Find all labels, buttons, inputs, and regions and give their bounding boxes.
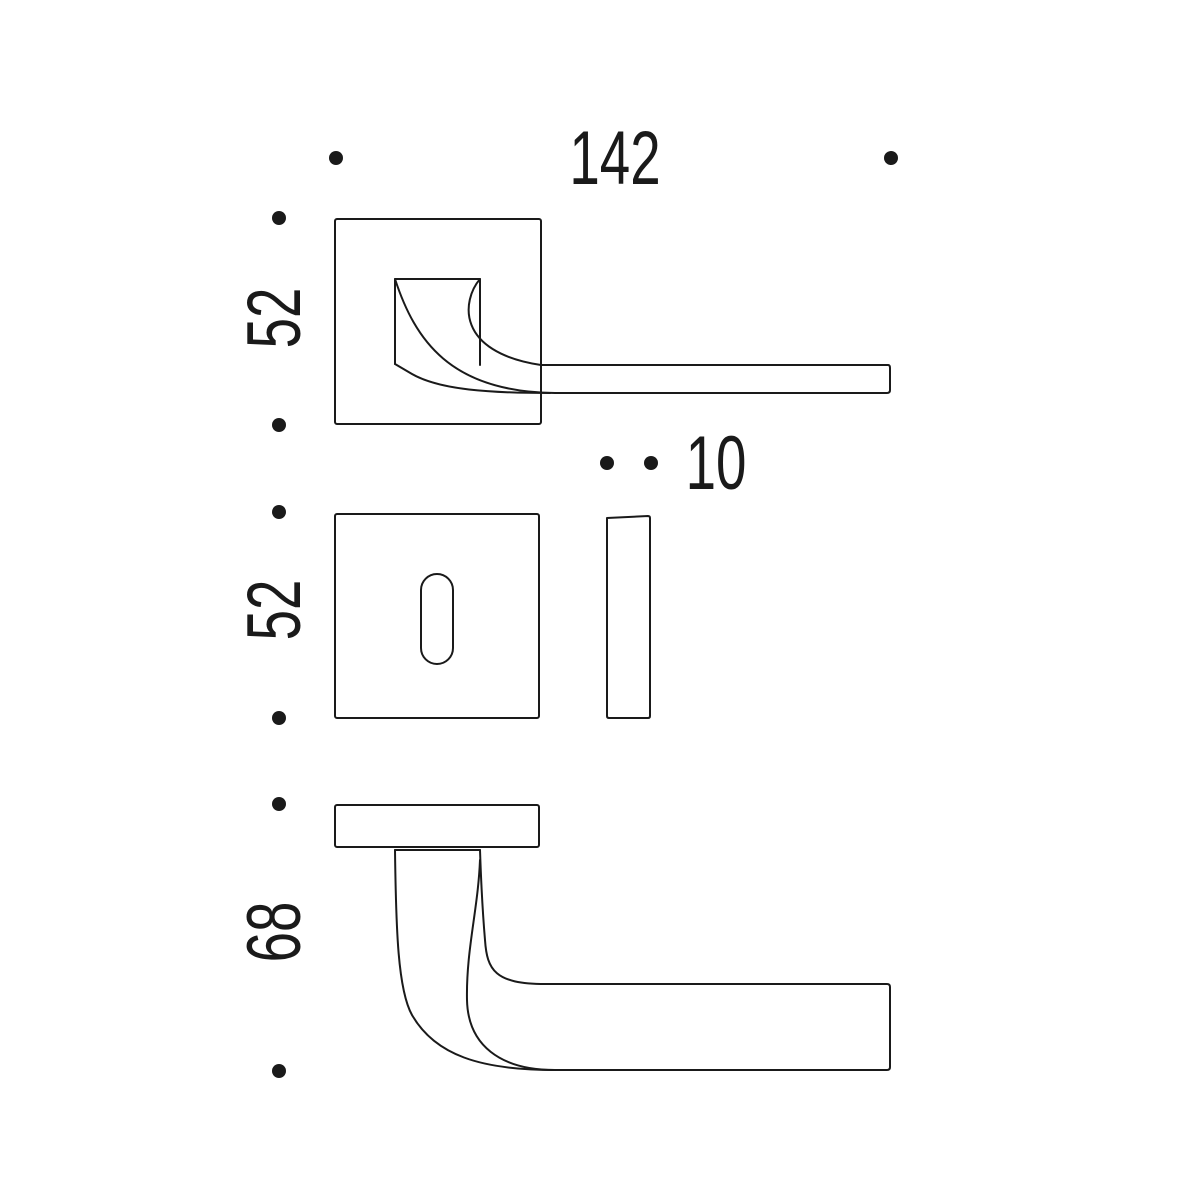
rosette-marker-bottom	[272, 418, 286, 432]
lever-curve-lower	[394, 363, 551, 394]
width-marker-right	[884, 151, 898, 165]
rosette	[334, 218, 542, 425]
thickness-label: 10	[686, 421, 747, 506]
thickness-marker-left	[600, 456, 614, 470]
width-marker-left	[329, 151, 343, 165]
handle-neck	[394, 278, 481, 366]
escutcheon-front-view	[334, 513, 540, 719]
escutcheon-plate	[334, 513, 540, 719]
rosette-marker-top	[272, 211, 286, 225]
escutcheon-marker-bottom	[272, 711, 286, 725]
projection-marker-bottom	[272, 1064, 286, 1078]
escutcheon-marker-top	[272, 505, 286, 519]
projection-label: 68	[232, 902, 317, 963]
rosette-side-profile	[334, 804, 540, 848]
escutcheon-height-label: 52	[232, 580, 317, 641]
handle-side-view	[334, 804, 891, 1071]
thickness-marker-right	[644, 456, 658, 470]
lever-side-twist-curve	[465, 859, 556, 1071]
lever-curve-outer	[394, 278, 556, 394]
projection-marker-top	[272, 797, 286, 811]
width-dimension-label: 142	[569, 116, 660, 201]
lever	[467, 278, 891, 394]
rosette-height-label: 52	[232, 288, 317, 349]
lever-side-outline	[394, 849, 891, 1071]
escutcheon-side-profile	[606, 515, 651, 719]
keyhole	[420, 573, 454, 665]
dimension-markers	[272, 151, 898, 1078]
handle-front-view	[334, 218, 891, 425]
